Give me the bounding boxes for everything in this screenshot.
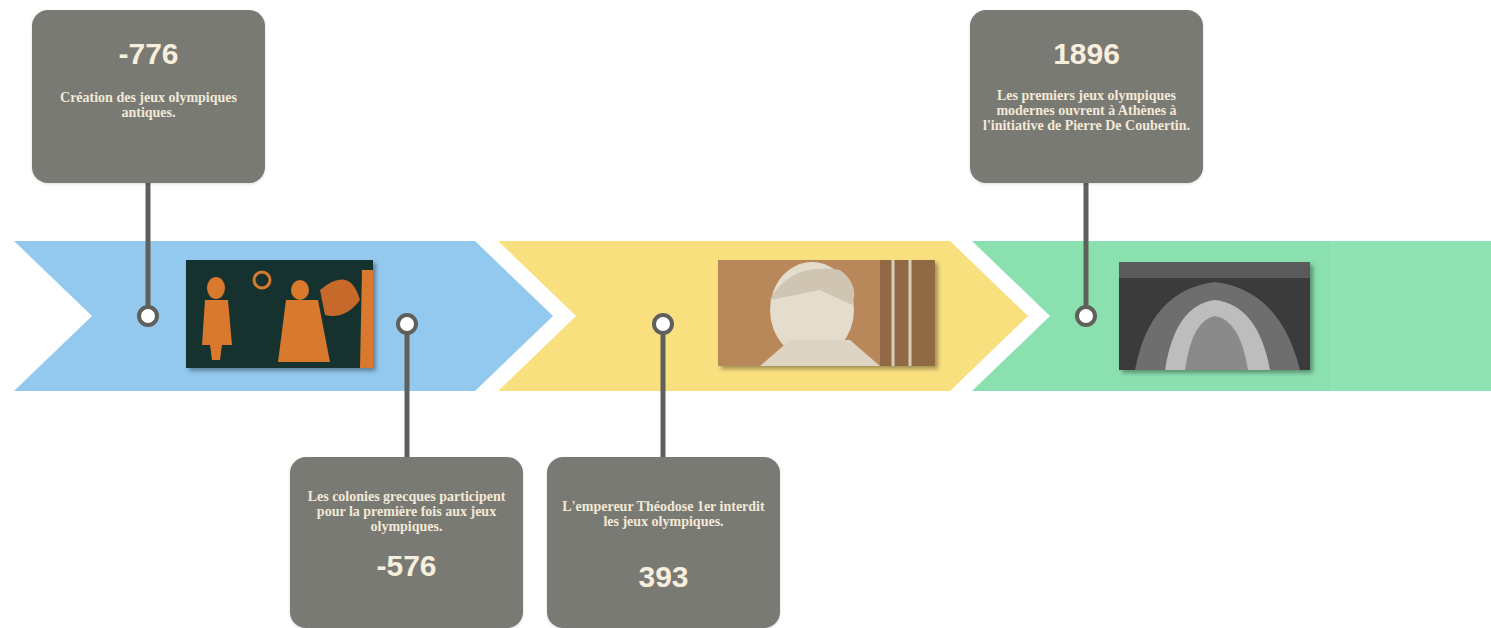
event-year: 393 [638, 559, 688, 595]
event-year: -576 [376, 548, 436, 584]
event-description: Création des jeux olympiques antiques. [44, 90, 253, 120]
event-description: L'empereur Théodose 1er interdit les jeu… [559, 499, 768, 529]
green-band-end [1330, 241, 1491, 391]
event-year: 1896 [1053, 36, 1120, 72]
blue-band [14, 241, 553, 391]
stadium-picture [1119, 262, 1310, 370]
event-callout: -776Création des jeux olympiques antique… [32, 10, 265, 183]
event-callout: Les colonies grecques participent pour l… [290, 457, 523, 628]
bust-picture [718, 260, 935, 366]
yellow-band [498, 241, 1028, 391]
green-band [972, 241, 1491, 391]
leader-lines [139, 180, 1095, 460]
event-callout: 1896Les premiers jeux olympiques moderne… [970, 10, 1203, 183]
event-year: -776 [118, 36, 178, 72]
event-callout: L'empereur Théodose 1er interdit les jeu… [547, 457, 780, 628]
event-description: Les premiers jeux olympiques modernes ou… [982, 88, 1191, 133]
vase-picture [186, 260, 373, 368]
event-description: Les colonies grecques participent pour l… [302, 489, 511, 534]
